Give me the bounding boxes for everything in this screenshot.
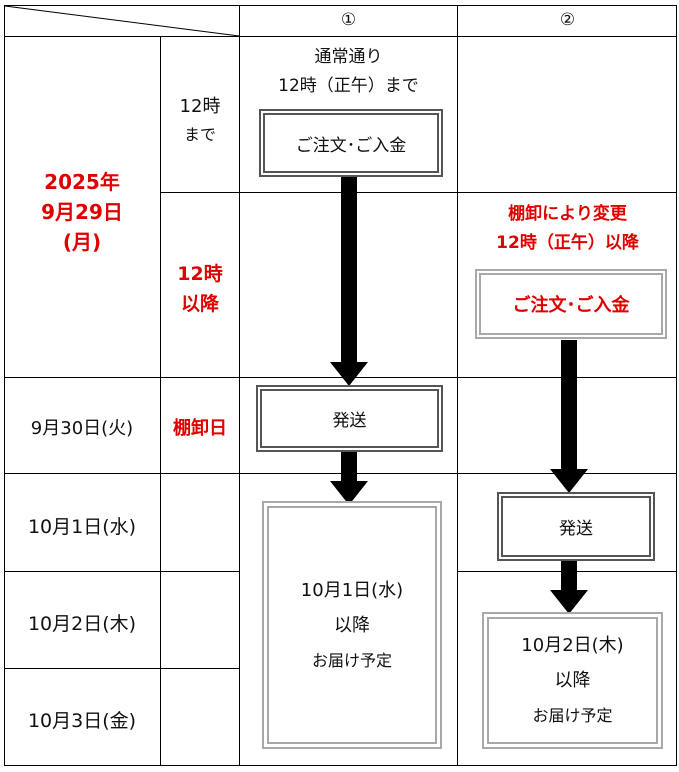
date-weekday: (月) bbox=[62, 230, 102, 254]
row2-label-line2: 以降 bbox=[180, 293, 219, 315]
col1-delivery-box: 10月1日(水) 以降 お届け予定 bbox=[262, 501, 442, 749]
date-day: 9月29日 bbox=[41, 200, 123, 224]
col2-delivery-line1: 10月2日(木) bbox=[521, 635, 624, 656]
row4-date: 10月1日(水) bbox=[27, 516, 137, 538]
row5-date: 10月2日(木) bbox=[27, 613, 137, 635]
row2-label-line1: 12時 bbox=[177, 263, 223, 285]
col2-order-label: ご注文･ご入金 bbox=[512, 295, 630, 316]
col2-arrow-1 bbox=[549, 340, 589, 493]
col1-delivery-line1: 10月1日(水) bbox=[300, 579, 404, 601]
col1-order-label: ご注文･ご入金 bbox=[295, 135, 407, 156]
column-header-1: ① bbox=[340, 10, 357, 30]
col2-arrow-2 bbox=[549, 561, 589, 614]
col2-delivery-line2: 以降 bbox=[554, 670, 591, 691]
col1-note-line2: 12時（正午）まで bbox=[278, 76, 419, 96]
col2-note-line2: 12時（正午）以降 bbox=[496, 233, 639, 253]
col1-arrow-2 bbox=[329, 452, 369, 505]
col1-delivery-line3: お届け予定 bbox=[311, 650, 392, 670]
col1-delivery-line2: 以降 bbox=[334, 614, 370, 636]
row1-label-line1: 12時 bbox=[179, 96, 221, 117]
col2-delivery-line3: お届け予定 bbox=[532, 706, 613, 725]
column-header-2: ② bbox=[559, 10, 576, 30]
col2-order-box: ご注文･ご入金 bbox=[475, 269, 667, 339]
row3-date: 9月30日(火) bbox=[30, 418, 134, 439]
col1-order-box: ご注文･ご入金 bbox=[259, 109, 443, 177]
col1-arrow-1 bbox=[329, 177, 369, 386]
col1-ship-box: 発送 bbox=[256, 385, 443, 452]
row1-label-line2: まで bbox=[183, 125, 216, 144]
col2-note-line1: 棚卸により変更 bbox=[508, 204, 627, 224]
row6-date: 10月3日(金) bbox=[27, 710, 137, 732]
row3-note: 棚卸日 bbox=[173, 418, 227, 439]
col1-note-line1: 通常通り bbox=[314, 47, 383, 67]
diagonal-line bbox=[4, 5, 240, 37]
col2-ship-box: 発送 bbox=[497, 492, 655, 561]
date-year: 2025年 bbox=[44, 170, 120, 194]
col2-delivery-box: 10月2日(木) 以降 お届け予定 bbox=[482, 612, 663, 749]
col2-ship-label: 発送 bbox=[559, 519, 593, 539]
col1-ship-label: 発送 bbox=[332, 411, 367, 431]
